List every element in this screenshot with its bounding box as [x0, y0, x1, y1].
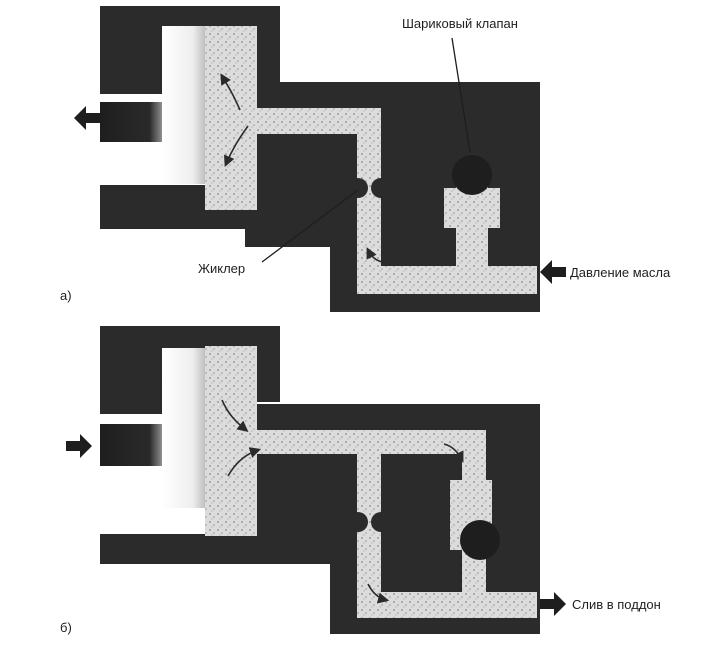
piston-a: [162, 26, 206, 184]
panel-b-label: б): [60, 620, 72, 635]
jet-leader: [261, 189, 359, 263]
housing-body-a: [100, 6, 540, 312]
input-arrow-b: [66, 434, 92, 458]
oil-pressure-label: Давление масла: [570, 265, 671, 280]
piston-rod-a: [100, 96, 162, 142]
oil-passages-a: [255, 108, 537, 294]
jet-label: Жиклер: [198, 261, 245, 276]
output-arrow-a: [74, 106, 100, 130]
oil-chamber-a: [205, 26, 257, 210]
panel-a: Шариковый клапан Жиклер Давление масла а…: [60, 6, 671, 312]
panel-b: Слив в поддон б): [60, 326, 661, 635]
ball-valve-leader: [451, 37, 471, 153]
piston-rod-b: [100, 424, 162, 466]
piston-b: [162, 348, 206, 508]
drain-arrow: [540, 592, 566, 616]
ball-valve-label: Шариковый клапан: [402, 16, 518, 31]
drain-label: Слив в поддон: [572, 597, 661, 612]
oil-chamber-b: [205, 346, 257, 536]
flow-arrows-a: [220, 73, 386, 263]
panel-a-label: а): [60, 288, 72, 303]
oil-pressure-arrow: [540, 260, 566, 284]
ball-valve-b: [460, 520, 500, 560]
flow-arrows-b: [221, 399, 464, 604]
jet-restriction-b: [348, 512, 368, 532]
ball-valve-a: [452, 155, 492, 195]
